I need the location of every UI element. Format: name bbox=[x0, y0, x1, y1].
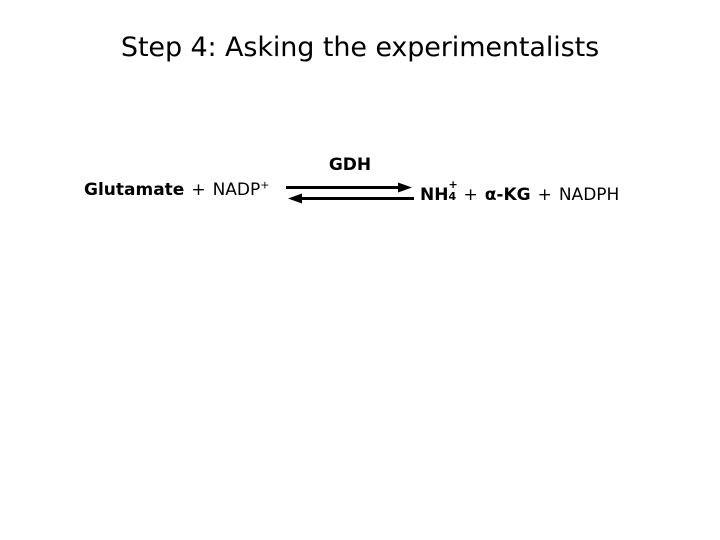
catalyst-label: GDH bbox=[328, 155, 372, 175]
reaction-equation: Glutamate + NADP+ GDH NH+4 + α-KG + NADP… bbox=[84, 154, 640, 210]
product-alpha-kg: α-KG bbox=[484, 185, 531, 205]
product-ammonium-superscript: + bbox=[448, 178, 458, 191]
reactant-nadp-superscript: + bbox=[260, 178, 270, 192]
reactant-glutamate: Glutamate bbox=[84, 180, 185, 200]
product-nadph: NADPH bbox=[558, 185, 620, 205]
plus-separator: + bbox=[537, 185, 552, 205]
product-ammonium-label: NH bbox=[420, 185, 449, 205]
reactant-nadp: NADP+ bbox=[212, 178, 270, 200]
product-ammonium: NH+4 bbox=[420, 178, 458, 205]
product-ammonium-subscript: 4 bbox=[448, 190, 457, 203]
plus-separator: + bbox=[191, 180, 206, 200]
product-ammonium-charges: +4 bbox=[448, 178, 458, 203]
page-title: Step 4: Asking the experimentalists bbox=[120, 32, 600, 63]
products-group: NH+4 + α-KG + NADPH bbox=[420, 178, 620, 206]
reactant-nadp-label: NADP bbox=[212, 180, 261, 200]
plus-separator: + bbox=[463, 185, 478, 205]
equilibrium-arrows-icon bbox=[286, 182, 414, 204]
reactants-group: Glutamate + NADP+ bbox=[84, 178, 270, 206]
